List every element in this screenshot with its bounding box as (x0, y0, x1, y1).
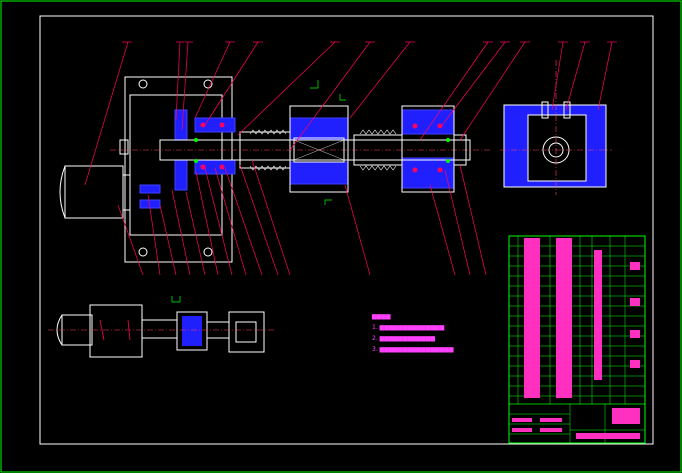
title-block-text (512, 408, 640, 439)
technical-note-1: 1. ▆▆▆▆▆▆▆▆▆▆▆▆▆▆ (372, 324, 445, 331)
title-block (508, 403, 646, 444)
technical-requirements-title: ▆▆▆▆ (372, 313, 391, 320)
right-bearing-housing (401, 105, 467, 193)
note-3-number: 3. (372, 346, 378, 353)
screw-nut (289, 105, 349, 193)
parts-list-table (508, 235, 646, 444)
parts-list-entries (524, 238, 640, 398)
inner-border (39, 15, 654, 445)
motor (59, 165, 130, 219)
seal-marks (194, 138, 450, 163)
leader-lines-top (84, 41, 613, 186)
technical-note-3: 3. ▆▆▆▆▆▆▆▆▆▆▆▆▆▆▆▆ (372, 346, 454, 353)
lead-screw-thread (249, 129, 397, 171)
parts-list-grid (509, 236, 645, 405)
note-1-number: 1. (372, 324, 378, 331)
plan-view (48, 304, 275, 358)
note-2-number: 2. (372, 335, 378, 342)
leader-lines-bottom (117, 159, 487, 276)
technical-note-2: 2. ▆▆▆▆▆▆▆▆▆▆▆▆ (372, 335, 436, 342)
side-section-view (500, 60, 612, 195)
bearing-balls (200, 122, 225, 170)
section-markers (171, 80, 346, 303)
